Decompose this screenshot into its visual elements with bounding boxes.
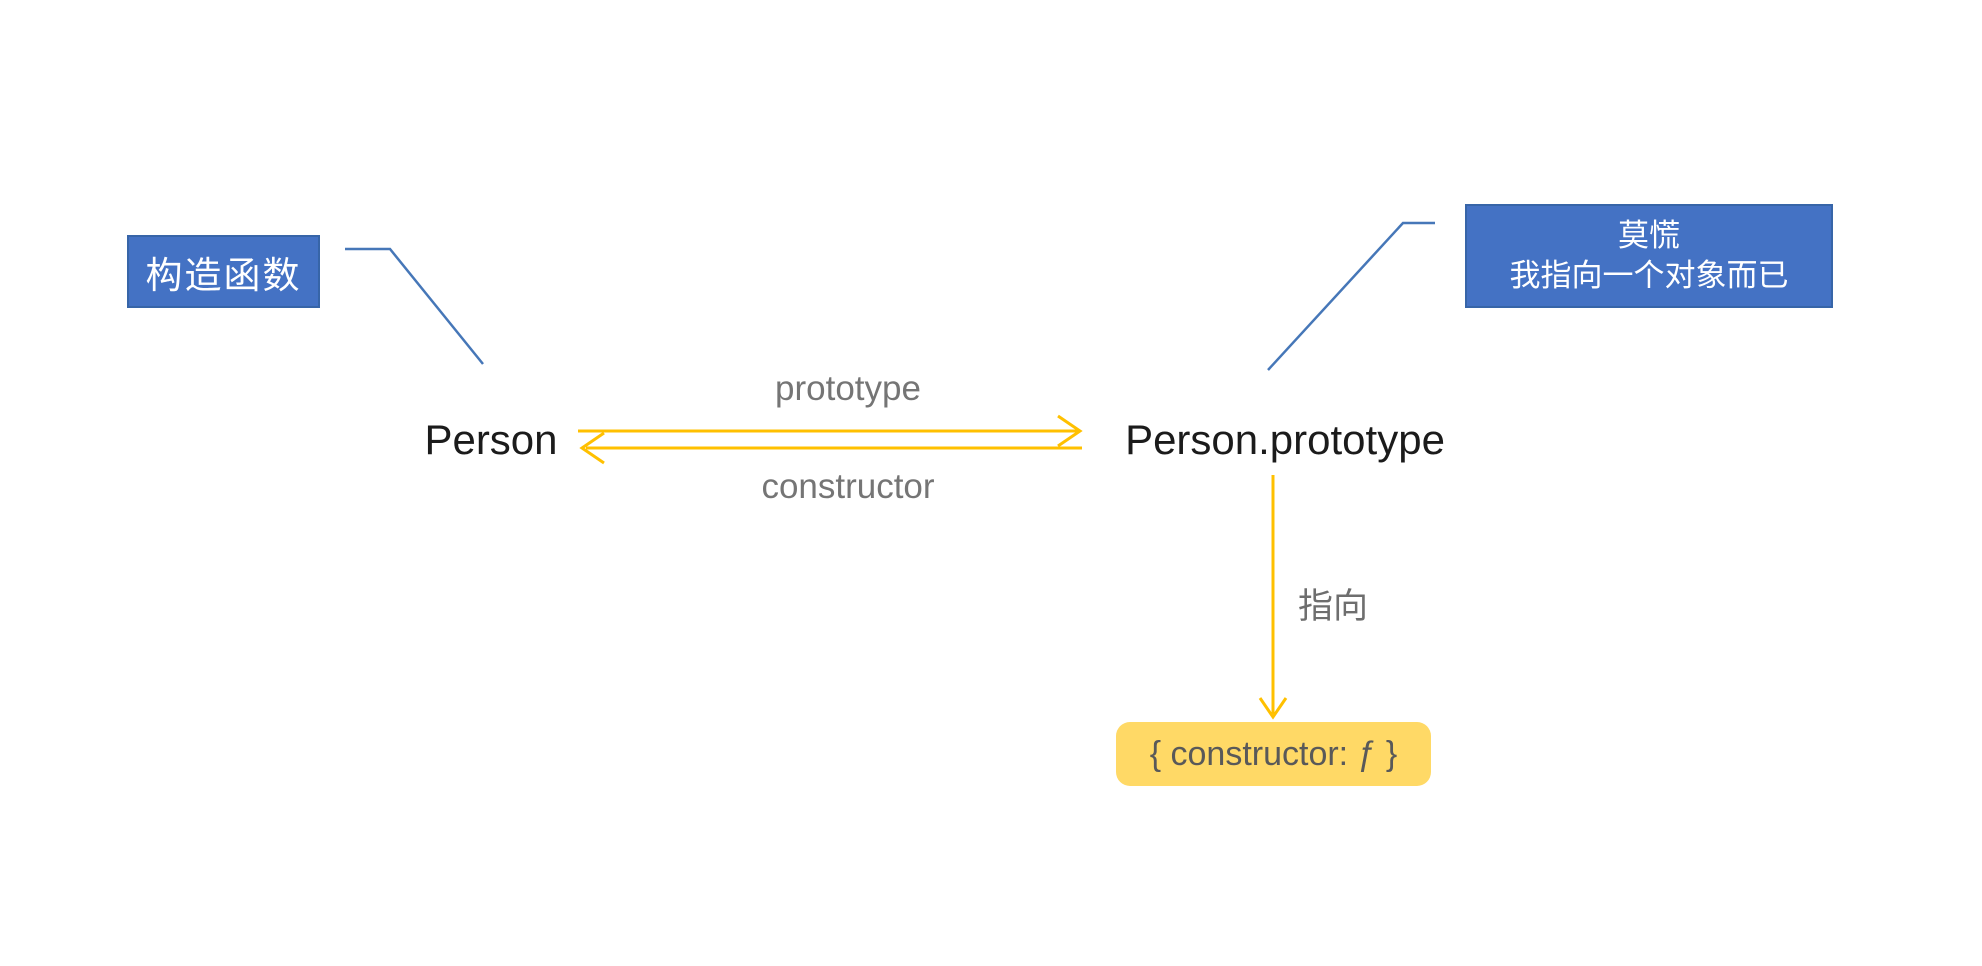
constructor-function-callout: 构造函数 [127, 235, 320, 308]
prototype-object-label: { constructor: ƒ } [1149, 734, 1398, 773]
person-prototype-node-label: Person.prototype [1125, 416, 1445, 463]
prototype-object-node: { constructor: ƒ } [1116, 722, 1431, 786]
constructor-arrow [579, 431, 1082, 465]
dont-panic-callout: 莫慌 我指向一个对象而已 [1465, 204, 1833, 308]
constructor-function-callout-text: 构造函数 [145, 255, 302, 297]
constructor-arrowhead-icon [579, 431, 605, 465]
points-to-arrowhead-icon [1258, 697, 1288, 720]
right-callout-connector-line [1267, 221, 1435, 371]
prototype-arrowhead-icon [1057, 414, 1083, 448]
prototype-arrow [578, 414, 1083, 448]
points-to-edge-label: 指向 [1297, 587, 1368, 626]
dont-panic-callout-line1: 莫慌 [1618, 218, 1680, 253]
prototype-edge-label: prototype [775, 369, 921, 408]
left-callout-connector-line [345, 247, 484, 365]
constructor-edge-label: constructor [761, 467, 935, 506]
points-to-arrow [1258, 475, 1288, 720]
person-node-label: Person [424, 416, 558, 463]
dont-panic-callout-line2: 我指向一个对象而已 [1509, 258, 1789, 293]
